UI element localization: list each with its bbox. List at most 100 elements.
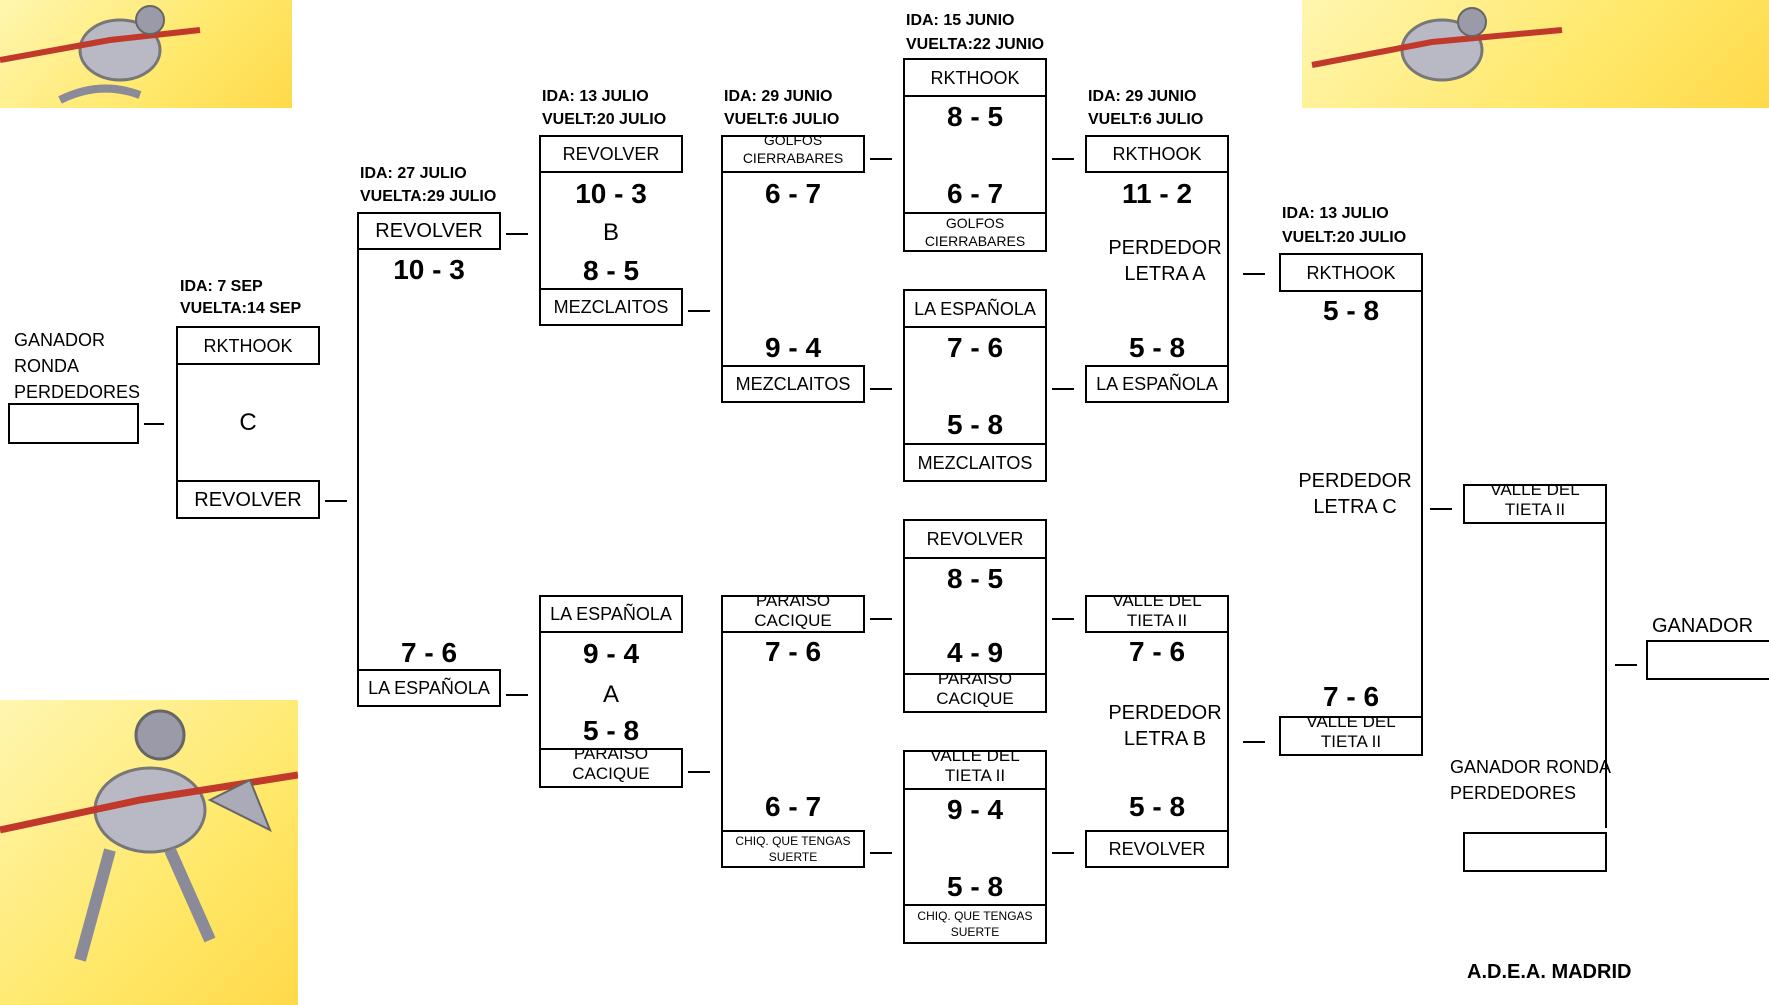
date-ida: IDA: 15 JUNIO [906, 12, 1015, 29]
loser-letter-label: PERDEDOR LETRA A [1108, 237, 1222, 285]
robot-dart-icon [0, 5, 201, 104]
connector [1052, 852, 1074, 854]
team-box[interactable]: REVOLVER [539, 135, 683, 173]
team-box[interactable]: GOLFOS CIERRABARES [903, 212, 1047, 252]
final-winner-label: GANADOR [1652, 615, 1754, 637]
connector [870, 852, 892, 854]
connector [539, 173, 541, 288]
team-box[interactable]: REVOLVER [903, 519, 1047, 559]
team-box[interactable]: CHIQ. QUE TENGAS SUERTE [721, 830, 865, 868]
team-name: REVOLVER [194, 488, 302, 511]
team-box[interactable]: RKTHOOK [1279, 253, 1423, 292]
connector [1227, 173, 1229, 365]
team-name: CHIQ. QUE TENGAS SUERTE [917, 909, 1033, 939]
connector [1243, 273, 1265, 275]
team-name: PARAISO CACIQUE [936, 673, 1014, 708]
score: 5 - 8 [1128, 332, 1186, 363]
team-name: CHIQ. QUE TENGAS SUERTE [735, 834, 851, 864]
connector [539, 633, 541, 748]
team-name: GOLFOS CIERRABARES [742, 135, 844, 166]
team-box[interactable]: PARAISO CACIQUE [721, 595, 865, 633]
date-vuelta: VUELTA:14 SEP [180, 300, 302, 317]
connector [903, 328, 905, 444]
connector [144, 423, 164, 425]
team-box[interactable]: MEZCLAITOS [903, 443, 1047, 482]
connector [1045, 790, 1047, 906]
score: 8 - 5 [946, 101, 1004, 132]
team-name: REVOLVER [375, 220, 483, 242]
connector [1045, 559, 1047, 675]
score: 5 - 8 [1322, 295, 1380, 326]
date-vuelta: VUELTA:22 JUNIO [906, 36, 1045, 53]
team-box[interactable]: MEZCLAITOS [721, 365, 865, 403]
connector [357, 250, 359, 690]
connector [1052, 618, 1074, 620]
date-vuelta: VUELT:6 JULIO [1088, 111, 1204, 128]
team-box[interactable]: LA ESPAÑOLA [903, 289, 1047, 328]
score: 6 - 7 [764, 178, 822, 209]
team-box[interactable]: VALLE DEL TIETA II [1085, 595, 1229, 633]
team-name: MEZCLAITOS [917, 452, 1033, 473]
connector [1605, 524, 1607, 828]
connector [688, 771, 710, 773]
loser-letter-label: PERDEDOR LETRA B [1108, 702, 1222, 750]
score: 5 - 8 [582, 715, 640, 746]
connector [1430, 508, 1452, 510]
score: 8 - 5 [946, 563, 1004, 594]
team-name: VALLE DEL TIETA II [930, 750, 1020, 785]
organizer-badge: A.D.E.A. MADRID [1467, 961, 1632, 983]
team-box[interactable]: MEZCLAITOS [539, 288, 683, 326]
team-box[interactable]: VALLE DEL TIETA II [903, 750, 1047, 790]
score: 10 - 3 [575, 178, 647, 209]
connector [721, 633, 723, 830]
date-vuelta: VUELT:20 JULIO [542, 111, 667, 128]
team-box[interactable]: LA ESPAÑOLA [1085, 365, 1229, 403]
final-winner-slot[interactable] [1646, 640, 1769, 680]
team-name: RKTHOOK [1306, 262, 1396, 283]
match-letter: B [602, 219, 619, 246]
team-box[interactable]: VALLE DEL TIETA II [1463, 484, 1607, 524]
team-name: RKTHOOK [1112, 144, 1202, 164]
team-name: VALLE DEL TIETA II [1112, 595, 1202, 630]
date-vuelta: VUELTA:29 JULIO [360, 188, 497, 205]
winners-losers-label: GANADOR RONDA PERDEDORES [1450, 757, 1611, 803]
team-name: GOLFOS CIERRABARES [924, 215, 1026, 249]
connector [1615, 664, 1637, 666]
connector [903, 559, 905, 675]
team-name: REVOLVER [562, 144, 660, 164]
match-letter: C [239, 409, 257, 436]
connector [1045, 97, 1047, 213]
loser-letter-label: PERDEDOR LETRA C [1298, 470, 1412, 518]
robot-dart-icon [1311, 7, 1563, 82]
date-ida: IDA: 13 JULIO [1282, 205, 1389, 222]
winner-losers-slot[interactable] [8, 403, 139, 444]
date-ida: IDA: 27 JULIO [360, 165, 467, 182]
team-box[interactable]: RKTHOOK [1085, 135, 1229, 173]
date-vuelta: VUELT:20 JULIO [1282, 229, 1407, 246]
team-name: LA ESPAÑOLA [368, 678, 490, 698]
team-name: PARAISO CACIQUE [572, 748, 650, 783]
connector [1227, 633, 1229, 830]
connector [1243, 741, 1265, 743]
team-box[interactable]: REVOLVER [357, 212, 501, 250]
team-box[interactable]: LA ESPAÑOLA [357, 669, 501, 707]
connector [870, 388, 892, 390]
team-box[interactable]: RKTHOOK [903, 58, 1047, 97]
team-box[interactable]: PARAISO CACIQUE [903, 673, 1047, 713]
team-name: VALLE DEL TIETA II [1306, 716, 1396, 751]
score: 5 - 8 [946, 409, 1004, 440]
team-box[interactable]: RKTHOOK [176, 326, 320, 365]
score: 7 - 6 [1128, 636, 1186, 667]
date-ida: IDA: 13 JULIO [542, 88, 649, 105]
team-box[interactable]: PARAISO CACIQUE [539, 748, 683, 788]
team-box[interactable]: LA ESPAÑOLA [539, 595, 683, 633]
team-box[interactable]: REVOLVER [1085, 830, 1229, 868]
team-box[interactable]: GOLFOS CIERRABARES [721, 135, 865, 173]
connector [903, 790, 905, 906]
winner-losers-slot[interactable] [1463, 832, 1607, 872]
team-box[interactable]: REVOLVER [176, 480, 320, 519]
team-box[interactable]: CHIQ. QUE TENGAS SUERTE [903, 904, 1047, 944]
connector [721, 173, 723, 365]
robot-dart-icon [0, 709, 298, 962]
team-box[interactable]: VALLE DEL TIETA II [1279, 716, 1423, 756]
